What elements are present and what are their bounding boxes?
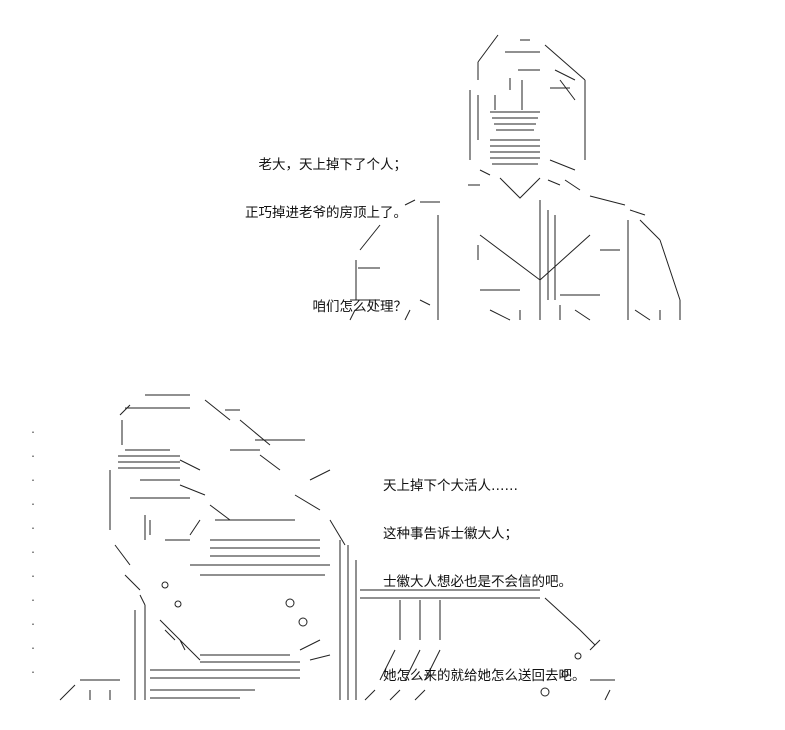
dialogue-line: 天上掉下个大活人…… <box>383 478 518 494</box>
top-dialogue: 老大，天上掉下了个人； 正巧掉进老爷的房顶上了。 咱们怎么处理？ <box>245 125 407 347</box>
top-character-art <box>349 34 681 321</box>
dialogue-line: 老大，天上掉下了个人； <box>258 157 408 173</box>
dialogue-line: 她怎么来的就给她怎么送回去吧。 <box>383 668 586 684</box>
dialogue-line: 咱们怎么处理？ <box>312 299 408 315</box>
left-edge-dots: ........... <box>30 425 37 676</box>
bottom-character-art <box>59 394 615 701</box>
dialogue-line: 正巧掉进老爷的房顶上了。 <box>245 205 407 221</box>
dialogue-line: 这种事告诉士徽大人； <box>383 526 518 542</box>
dialogue-gap <box>383 622 586 636</box>
dialogue-line: 士徽大人想必也是不会信的吧。 <box>383 574 572 590</box>
dialogue-gap <box>245 253 407 267</box>
bottom-dialogue: 天上掉下个大活人…… 这种事告诉士徽大人； 士徽大人想必也是不会信的吧。 她怎么… <box>383 446 586 716</box>
